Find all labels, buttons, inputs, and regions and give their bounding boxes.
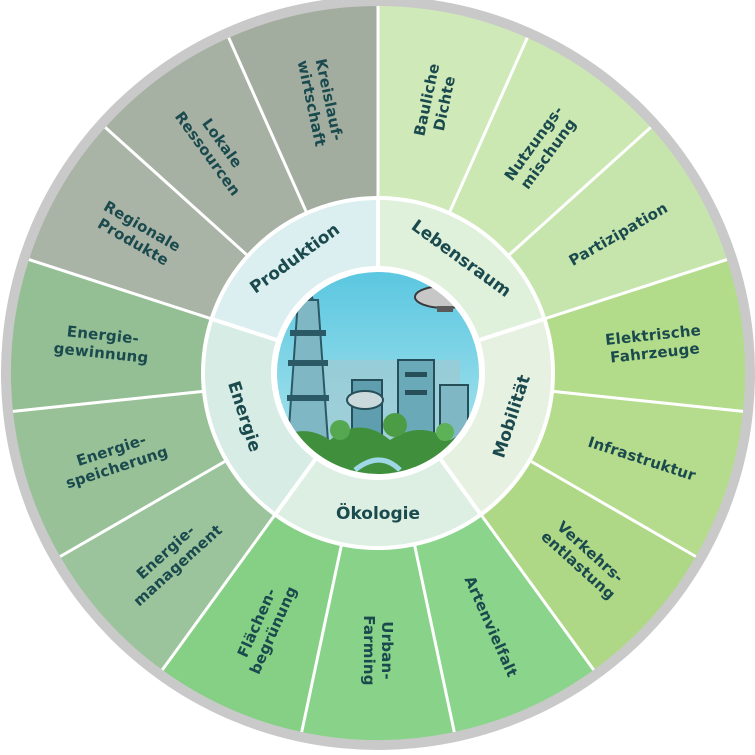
category-divider bbox=[478, 317, 545, 343]
segment-divider bbox=[413, 544, 456, 733]
category-label: Ökologie bbox=[336, 502, 420, 524]
category-3: Ökologie bbox=[275, 458, 481, 548]
category-divider bbox=[438, 457, 482, 515]
category-2: Mobilität bbox=[440, 319, 552, 514]
segment-12: Energie-gewinnung bbox=[10, 259, 211, 412]
segment-divider bbox=[161, 514, 276, 671]
segment-7: Artenvielfalt bbox=[414, 515, 594, 732]
segment-divider bbox=[529, 459, 697, 558]
segment-2: Nutzungs-mischung bbox=[449, 37, 651, 256]
segment-wedge bbox=[60, 461, 275, 670]
segment-divider bbox=[59, 459, 227, 558]
segment-wedge bbox=[105, 37, 307, 256]
category-wedge bbox=[378, 199, 544, 341]
ring-divider bbox=[201, 196, 555, 550]
segment-wedge bbox=[301, 545, 455, 740]
segment-wedge bbox=[162, 515, 342, 732]
segment-3: Partizipation bbox=[508, 127, 728, 319]
segment-8: Urban-Farming bbox=[301, 545, 455, 740]
category-wedge bbox=[212, 199, 378, 341]
segment-15: Kreislauf-wirtschaft bbox=[228, 6, 378, 213]
segment-divider bbox=[544, 258, 728, 321]
category-divider bbox=[274, 457, 318, 515]
category-wedge bbox=[204, 319, 316, 514]
segment-wedge bbox=[414, 515, 594, 732]
segment-divider bbox=[227, 37, 308, 213]
segment-wedge bbox=[378, 6, 528, 213]
segment-wedge bbox=[481, 461, 696, 670]
segment-label: Energie-gewinnung bbox=[53, 321, 151, 367]
segment-6: Verkehrs-entlastung bbox=[481, 461, 696, 670]
segment-wedge bbox=[508, 127, 728, 319]
segment-wedge bbox=[228, 6, 378, 213]
segment-divider bbox=[28, 258, 212, 321]
segment-11: Energie-speicherung bbox=[13, 391, 226, 557]
segment-divider bbox=[480, 514, 595, 671]
segment-label-line: Farming bbox=[360, 615, 378, 685]
segment-10: Energie-management bbox=[60, 461, 275, 670]
category-divider bbox=[211, 317, 278, 343]
category-4: Energie bbox=[204, 319, 316, 514]
category-separators bbox=[201, 196, 555, 550]
segment-wedge bbox=[10, 259, 211, 412]
segment-13: RegionaleProdukte bbox=[28, 127, 248, 319]
segment-9: Flächen-begrünung bbox=[162, 515, 342, 732]
segment-label: Urban-Farming bbox=[360, 615, 396, 685]
segment-divider bbox=[12, 389, 204, 413]
segment-5: Infrastruktur bbox=[530, 391, 743, 557]
segment-wedge bbox=[545, 259, 745, 412]
segment-wedge bbox=[28, 127, 248, 319]
center-rim bbox=[271, 266, 485, 480]
segment-4: ElektrischeFahrzeuge bbox=[545, 259, 745, 412]
segment-separators bbox=[12, 6, 744, 733]
segment-divider bbox=[507, 126, 652, 257]
segment-14: LokaleRessourcen bbox=[105, 37, 307, 256]
category-wedge bbox=[275, 458, 481, 548]
segment-wedge bbox=[13, 391, 226, 557]
segment-divider bbox=[552, 389, 744, 413]
segment-label-line: Urban- bbox=[378, 621, 396, 680]
segment-wedge bbox=[449, 37, 651, 256]
segment-wedge bbox=[530, 391, 743, 557]
segment-divider bbox=[300, 544, 343, 733]
segment-divider bbox=[104, 126, 249, 257]
segment-1: BaulicheDichte bbox=[378, 6, 528, 213]
category-wedge bbox=[440, 319, 552, 514]
segment-divider bbox=[448, 37, 529, 213]
